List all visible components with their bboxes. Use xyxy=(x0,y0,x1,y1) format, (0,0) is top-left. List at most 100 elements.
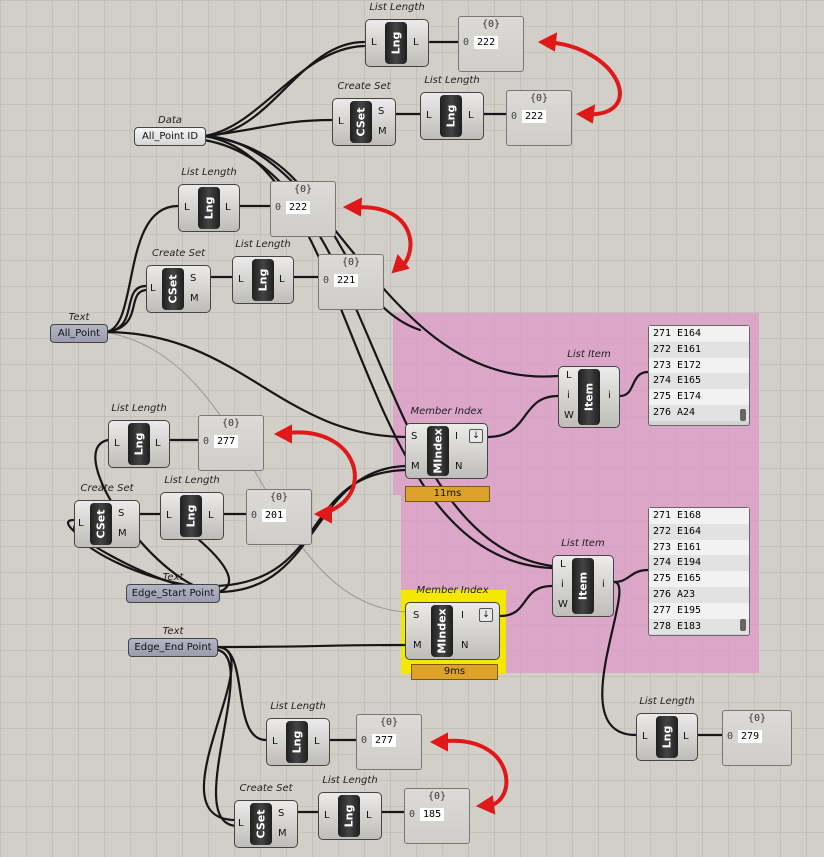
list-length-5[interactable]: List Length Lng L L xyxy=(108,403,170,468)
panel-value: 277 xyxy=(214,435,239,448)
panel-header: {0} xyxy=(269,492,289,503)
annotation-arrowhead-8 xyxy=(475,795,496,815)
param-text-edge-end[interactable]: Text Edge_End Point xyxy=(128,626,218,657)
output-pin[interactable]: L xyxy=(225,202,231,213)
output-pin-s[interactable]: S xyxy=(118,508,125,519)
create-set-4[interactable]: Create Set CSet L S M xyxy=(234,783,298,848)
input-pin[interactable]: L xyxy=(238,274,244,285)
list-index: 271 xyxy=(653,510,672,521)
member-index-2[interactable]: Member Index MIndex S M I N ↓ xyxy=(405,585,500,660)
output-pin-n[interactable]: N xyxy=(455,461,463,472)
output-pin-i[interactable]: i xyxy=(602,579,605,590)
list-length-9[interactable]: List Length Lng L L xyxy=(318,775,382,840)
input-pin-l[interactable]: L xyxy=(566,370,572,381)
output-pin-m[interactable]: M xyxy=(118,528,127,539)
graft-icon[interactable]: ↓ xyxy=(479,608,493,622)
input-pin[interactable]: L xyxy=(78,518,84,529)
annotation-arrowhead-6 xyxy=(313,504,332,524)
input-pin-w[interactable]: W xyxy=(564,410,574,421)
output-pin[interactable]: L xyxy=(413,37,419,48)
input-pin[interactable]: L xyxy=(166,510,172,521)
input-pin-s[interactable]: S xyxy=(413,610,420,621)
output-pin[interactable]: L xyxy=(683,731,689,742)
param-text-edge-start[interactable]: Text Edge_Start Point xyxy=(126,572,220,603)
list-length-6[interactable]: List Length Lng L L xyxy=(160,475,224,540)
list-index: 276 xyxy=(653,406,672,418)
output-pin-s[interactable]: S xyxy=(190,273,197,284)
output-pin-i[interactable]: i xyxy=(608,390,611,401)
param-data-all-point-id[interactable]: Data All_Point ID xyxy=(134,115,206,146)
output-pin-m[interactable]: M xyxy=(378,126,387,137)
param-value: All_Point ID xyxy=(141,131,199,142)
input-pin-m[interactable]: M xyxy=(411,461,420,472)
input-pin[interactable]: L xyxy=(426,110,432,121)
output-pin-i[interactable]: I xyxy=(461,610,464,621)
input-pin[interactable]: L xyxy=(642,731,648,742)
input-pin[interactable]: L xyxy=(371,37,377,48)
list-index: 273 xyxy=(653,359,672,371)
input-pin[interactable]: L xyxy=(150,283,156,294)
create-set-2[interactable]: Create Set CSet L S M xyxy=(146,248,211,313)
output-pin-m[interactable]: M xyxy=(278,828,287,839)
input-pin[interactable]: L xyxy=(238,818,244,829)
create-set-3[interactable]: Create Set CSet L S M xyxy=(74,483,140,548)
panel-index: 0 xyxy=(463,37,470,48)
input-pin-s[interactable]: S xyxy=(411,431,418,442)
list-length-4[interactable]: List Length Lng L L xyxy=(232,239,294,304)
list-length-7[interactable]: List Length Lng L L xyxy=(636,696,698,761)
input-pin[interactable]: L xyxy=(114,438,120,449)
component-label: Member Index xyxy=(410,406,483,417)
list-value: A23 xyxy=(677,588,696,600)
member-index-1[interactable]: Member Index MIndex S M I N ↓ xyxy=(405,406,488,479)
wire-end-mi2 xyxy=(216,643,407,649)
output-pin[interactable]: L xyxy=(279,274,285,285)
output-pin-i[interactable]: I xyxy=(455,431,458,442)
output-pin-m[interactable]: M xyxy=(190,293,199,304)
input-pin-w[interactable]: W xyxy=(558,599,568,610)
list-length-8[interactable]: List Length Lng L L xyxy=(266,701,330,766)
output-pin-s[interactable]: S xyxy=(278,808,285,819)
output-pin-s[interactable]: S xyxy=(378,106,385,117)
list-length-3[interactable]: List Length Lng L L xyxy=(178,167,240,232)
list-length-2[interactable]: List Length Lng L L xyxy=(420,75,484,140)
input-pin[interactable]: L xyxy=(338,116,344,127)
input-pin[interactable]: L xyxy=(184,202,190,213)
list-item-2[interactable]: List Item Item L i W i xyxy=(552,538,614,617)
list-item-1[interactable]: List Item Item L i W i xyxy=(558,349,620,428)
output-pin[interactable]: L xyxy=(468,110,474,121)
output-pin[interactable]: L xyxy=(208,510,214,521)
list-value: E195 xyxy=(677,604,702,616)
input-pin-i[interactable]: i xyxy=(567,390,570,401)
output-pin[interactable]: L xyxy=(155,438,161,449)
input-pin[interactable]: L xyxy=(324,810,330,821)
scrollbar[interactable] xyxy=(740,619,746,631)
scrollbar[interactable] xyxy=(740,409,746,421)
input-pin[interactable]: L xyxy=(272,736,278,747)
component-label: Member Index xyxy=(416,585,489,596)
output-pin[interactable]: L xyxy=(314,736,320,747)
create-set-1[interactable]: Create Set CSet L S M xyxy=(332,81,396,146)
input-pin-m[interactable]: M xyxy=(413,640,422,651)
param-text-all-point[interactable]: Text All_Point xyxy=(50,312,108,343)
panel-index: 0 xyxy=(203,436,210,447)
input-pin-l[interactable]: L xyxy=(560,559,566,570)
output-pin-n[interactable]: N xyxy=(461,640,469,651)
list-length-1[interactable]: List Length Lng L L xyxy=(365,2,429,67)
list-index: 275 xyxy=(653,573,672,585)
input-pin-i[interactable]: i xyxy=(561,579,564,590)
output-pin[interactable]: L xyxy=(366,810,372,821)
graft-icon[interactable]: ↓ xyxy=(469,429,483,443)
